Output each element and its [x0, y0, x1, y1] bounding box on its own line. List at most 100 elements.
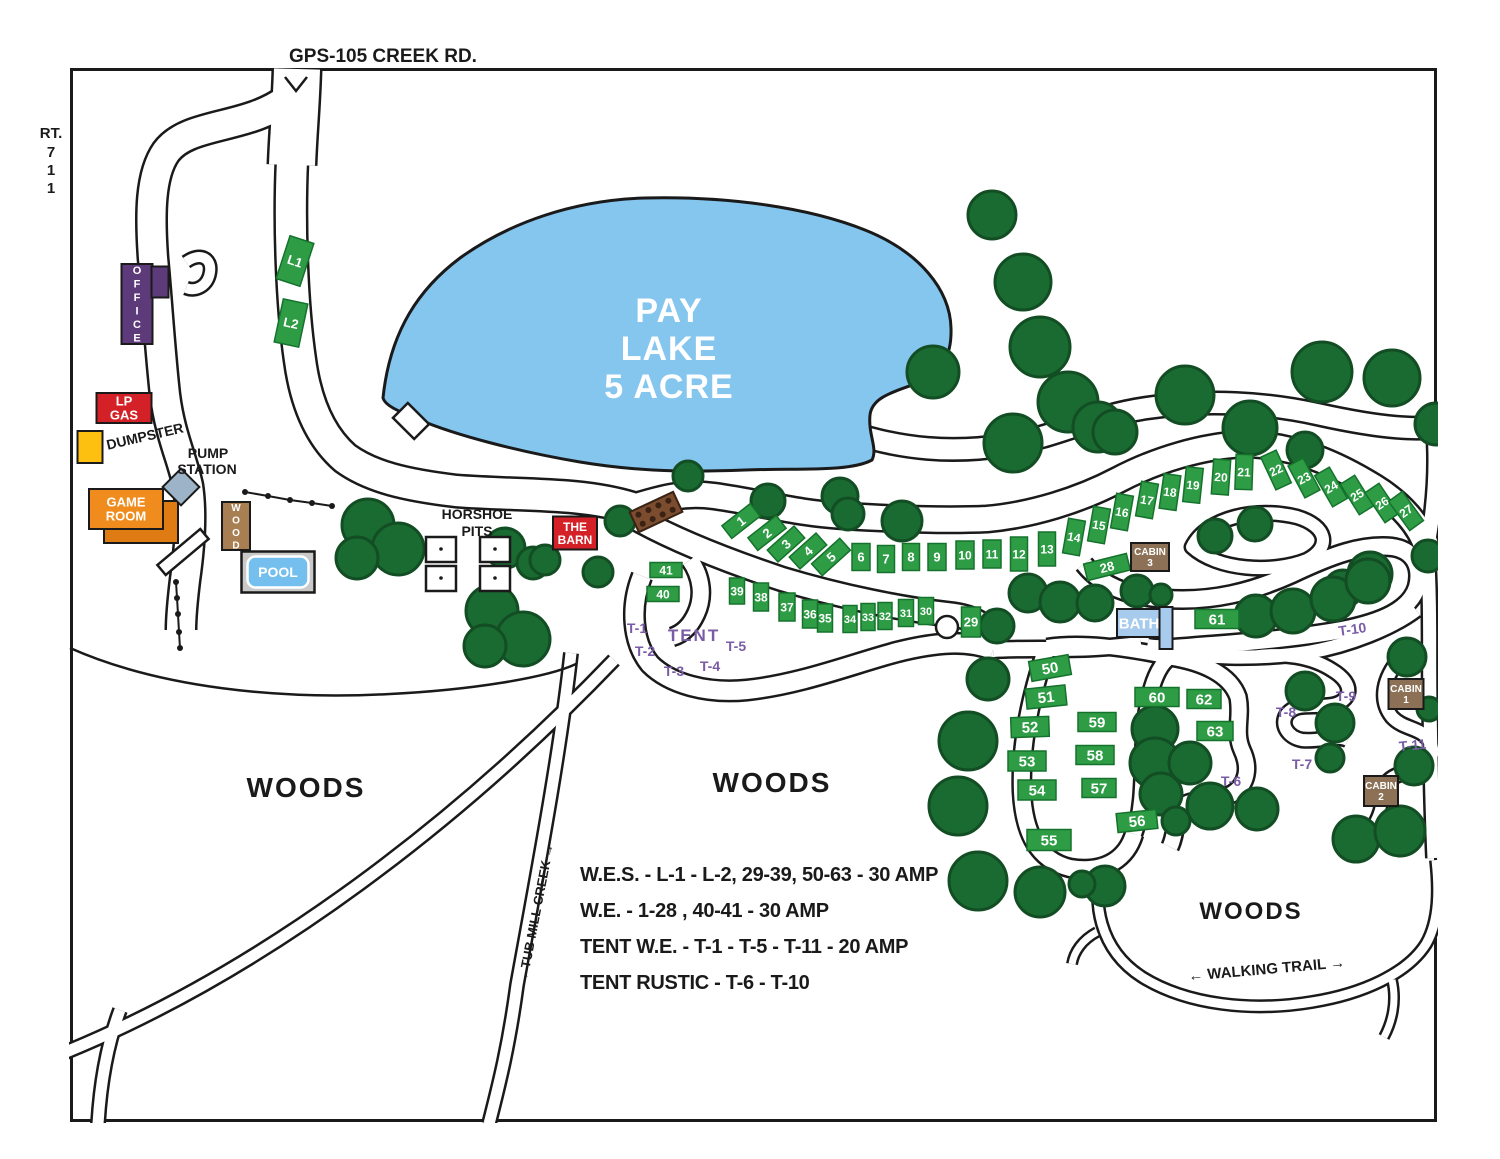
road [137, 88, 295, 631]
tree-icon [993, 252, 1053, 312]
campsite-pad [1134, 686, 1180, 708]
bath-house: BATH [1116, 608, 1162, 638]
campsite-35: 35 [816, 603, 834, 633]
campsite-pad [1061, 517, 1087, 557]
road [1380, 979, 1398, 1039]
campsite-number: 38 [754, 590, 768, 604]
campsite-pad [1024, 684, 1068, 710]
campsite-62: 62 [1186, 688, 1222, 710]
campsite-pad [1009, 715, 1051, 739]
campsite-27: 27 [1387, 490, 1425, 532]
campsite-pad [1259, 449, 1293, 491]
road [92, 1008, 126, 1123]
tree-icon [1344, 557, 1392, 605]
campsite-pad [927, 542, 947, 572]
fence-post-icon [177, 645, 183, 651]
legend-line: W.E. - 1-28 , 40-41 - 30 AMP [580, 900, 829, 922]
campsite-L1: L1 [275, 234, 315, 288]
campsite-63: 63 [1196, 720, 1234, 742]
horshoe-pits-label-1: HORSHOE [442, 506, 513, 522]
tree-icon [581, 555, 615, 589]
campsite-number: 55 [1041, 832, 1058, 849]
tree-icon [1234, 786, 1280, 832]
campsite-pad [1086, 505, 1112, 545]
tent-site-label: T-7 [1292, 756, 1312, 772]
campsite-pad [766, 524, 806, 564]
tent-site-label: T-1 [627, 620, 647, 636]
campsite-number: 51 [1037, 689, 1055, 708]
campsite-11: 11 [982, 539, 1002, 569]
bridge [628, 490, 684, 534]
pond [934, 614, 960, 640]
campsite-32: 32 [877, 601, 893, 631]
campsite-pad [746, 514, 788, 552]
pool: POOL [240, 550, 316, 594]
campsite-pad [646, 585, 680, 603]
tree-icon [1067, 869, 1097, 899]
tree-icon [334, 535, 380, 581]
office-annex [150, 265, 170, 299]
campsite-number: 20 [1214, 470, 1229, 485]
campsite-pad [1115, 808, 1159, 834]
road [1186, 507, 1329, 575]
boat-dock [391, 401, 431, 441]
field-line [69, 646, 577, 697]
tree-icon [1138, 771, 1184, 817]
campsite-number: 15 [1091, 517, 1107, 533]
tent-site-label: TENT [668, 626, 720, 645]
campsite-2: 2 [746, 514, 788, 552]
game-room-label: GAME [107, 495, 146, 510]
route-label: RT. [40, 125, 63, 142]
campsite-number: 17 [1139, 492, 1155, 508]
campsite-61: 61 [1194, 608, 1240, 630]
road [848, 393, 1436, 460]
campsite-number: 23 [1295, 469, 1314, 488]
tree-icon [978, 607, 1016, 645]
tree-icon [1331, 814, 1381, 864]
lake-label: 5 ACRE [604, 368, 733, 406]
the-barn-label: THE [563, 520, 587, 534]
tent-site-label: T-2 [635, 643, 655, 659]
tree-icon [1196, 517, 1234, 555]
tree-icon [965, 656, 1011, 702]
tree-icon [749, 482, 787, 520]
tree-icon [1236, 505, 1274, 543]
bath-wing [1158, 606, 1174, 650]
campsite-5: 5 [810, 537, 852, 577]
campsite-number: 24 [1322, 478, 1341, 497]
campsite-number: 9 [933, 550, 940, 565]
road [1068, 928, 1099, 965]
campsite-55: 55 [1026, 828, 1072, 852]
tent-site-label: T-8 [1276, 704, 1296, 720]
campsite-pad [1075, 744, 1115, 766]
route-digit: 7 [47, 144, 55, 161]
tree-icon [1314, 702, 1356, 744]
campsite-pad [982, 539, 1002, 569]
campsite-pad [1234, 453, 1254, 491]
lp-gas-label: LP [116, 394, 133, 409]
driveway-strip [155, 527, 211, 577]
campsite-number: 41 [659, 563, 673, 577]
campsite-number: 63 [1207, 723, 1224, 740]
cabin-1-label: CABIN [1390, 684, 1422, 695]
campsite-25: 25 [1339, 474, 1375, 516]
campsite-4: 4 [788, 531, 828, 571]
tree-icon [1284, 670, 1326, 712]
tree-icon [528, 543, 562, 577]
campsite-15: 15 [1086, 505, 1112, 545]
tree-icon [370, 521, 426, 577]
tree-icon [1362, 348, 1422, 408]
tree-icon [982, 412, 1044, 474]
campsite-pad [851, 542, 871, 572]
cabin-1-label: 1 [1403, 695, 1409, 706]
campsite-12: 12 [1009, 536, 1029, 572]
pump-station-label-2: STATION [177, 461, 236, 477]
campsite-number: 19 [1186, 478, 1201, 493]
tree-icon [1314, 742, 1346, 774]
the-barn-label: BARN [558, 533, 593, 547]
cabin-2-label: 2 [1378, 792, 1384, 803]
lake-label: LAKE [621, 330, 718, 368]
